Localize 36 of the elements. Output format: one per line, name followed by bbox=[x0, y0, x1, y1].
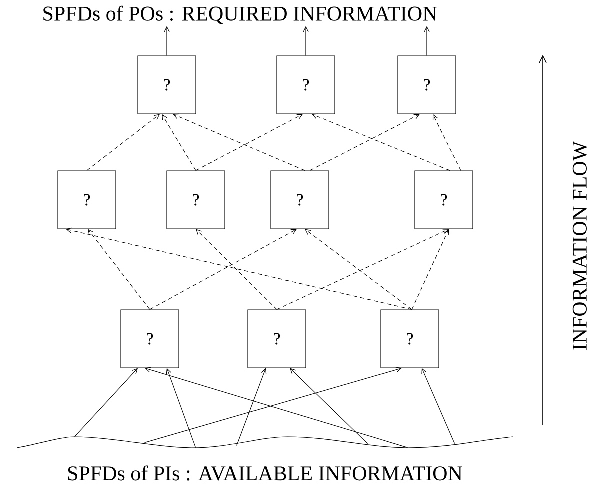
process-box: ? bbox=[398, 56, 456, 114]
arrow bbox=[422, 368, 456, 444]
arrow bbox=[432, 114, 462, 171]
arrow bbox=[88, 229, 150, 310]
arrow bbox=[276, 229, 449, 310]
process-box: ? bbox=[276, 56, 336, 114]
process-box: ? bbox=[270, 170, 330, 230]
wave-line bbox=[16, 436, 514, 448]
arrow bbox=[74, 368, 138, 438]
arrow bbox=[66, 228, 412, 310]
arrow bbox=[164, 26, 170, 56]
arrow bbox=[290, 368, 368, 444]
node-label: SPFDs of PIs : AVAILABLE INFORMATION bbox=[68, 466, 462, 481]
arrow bbox=[162, 114, 196, 171]
process-box: ? bbox=[166, 170, 226, 230]
arrow bbox=[424, 26, 430, 56]
arrow bbox=[166, 368, 196, 448]
process-box: ? bbox=[138, 56, 196, 114]
process-box: ? bbox=[248, 310, 306, 368]
arrow bbox=[303, 26, 309, 56]
arrow bbox=[312, 114, 450, 171]
arrow bbox=[196, 229, 278, 310]
process-box: ? bbox=[414, 170, 474, 230]
process-box: ? bbox=[120, 310, 180, 368]
process-box: ? bbox=[58, 170, 116, 230]
arrow bbox=[150, 229, 297, 310]
arrow bbox=[86, 114, 160, 171]
heading: SPFDs of POs : REQUIRED INFORMATION bbox=[44, 6, 438, 24]
arrow bbox=[412, 229, 450, 310]
axis-label: INFORMATION FLOW bbox=[572, 141, 588, 350]
arrow bbox=[173, 114, 306, 171]
arrow bbox=[305, 229, 412, 310]
process-box: ? bbox=[380, 310, 440, 368]
arrow bbox=[196, 114, 303, 171]
arrow bbox=[236, 368, 267, 446]
arrow bbox=[310, 114, 420, 171]
